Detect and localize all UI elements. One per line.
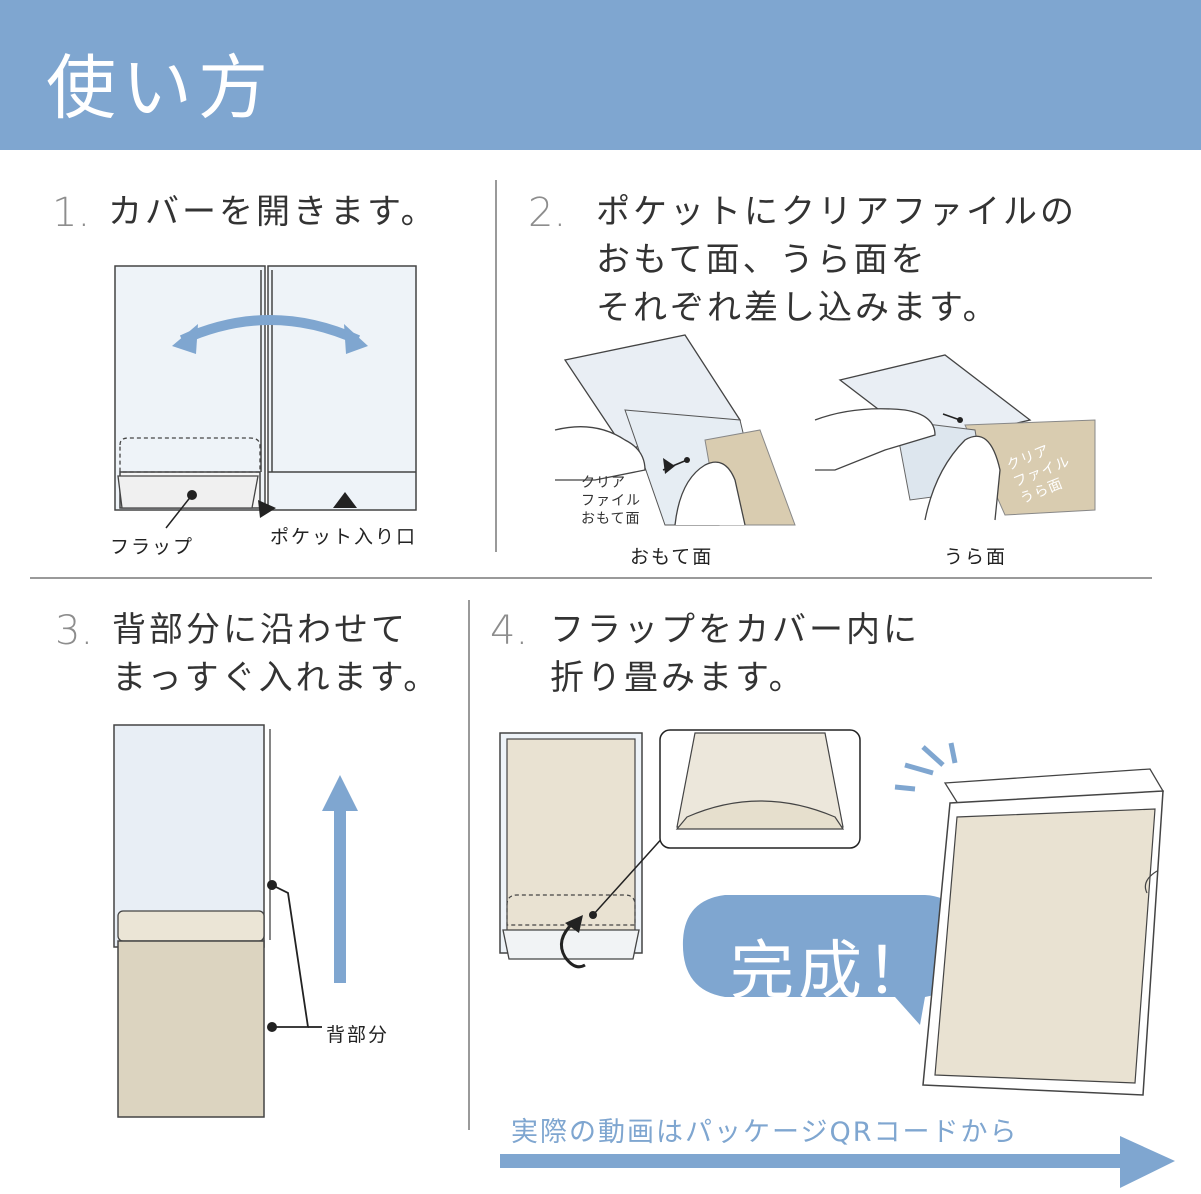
front-file-label-line: おもて面 bbox=[581, 511, 641, 527]
step-3-line: 背部分に沿わせて bbox=[112, 610, 408, 650]
step-4-line: フラップをカバー内に bbox=[550, 610, 920, 650]
step-2-line: おもて面、うら面を bbox=[596, 240, 928, 280]
step-1-text: カバーを開きます。 bbox=[108, 188, 438, 236]
step-3-line: まっすぐ入れます。 bbox=[112, 658, 441, 698]
front-caption: おもて面 bbox=[630, 546, 714, 568]
vertical-divider-top bbox=[495, 180, 497, 552]
front-file-label-line: ファイル bbox=[581, 493, 641, 509]
step-3-text: 背部分に沿わせて まっすぐ入れます。 bbox=[112, 606, 440, 702]
step-4-text: フラップをカバー内に 折り畳みます。 bbox=[550, 606, 920, 702]
step-2-line: ポケットにクリアファイルの bbox=[596, 192, 1077, 232]
front-file-label: クリア ファイル おもて面 bbox=[581, 474, 641, 528]
vertical-divider-bottom bbox=[468, 600, 470, 1130]
step-1-illustration bbox=[114, 265, 417, 529]
front-file-label-line: クリア bbox=[581, 475, 626, 491]
flap-label: フラップ bbox=[110, 536, 195, 558]
step-2-back-illustration bbox=[814, 354, 1096, 521]
pocket-entrance-label: ポケット入り口 bbox=[270, 526, 418, 548]
spine-label: 背部分 bbox=[326, 1024, 390, 1046]
header-banner: 使い方 bbox=[0, 0, 1201, 150]
step-4-line: 折り畳みます。 bbox=[550, 658, 806, 698]
step-4-number: 4. bbox=[490, 608, 529, 654]
step-2-front-illustration bbox=[554, 334, 796, 526]
step-2-number: 2. bbox=[528, 190, 567, 236]
footer-note: 実際の動画はパッケージQRコードから bbox=[511, 1117, 1019, 1148]
step-3-illustration bbox=[113, 724, 358, 1118]
back-caption: うら面 bbox=[944, 546, 1008, 568]
step-3-number: 3. bbox=[55, 608, 94, 654]
horizontal-divider bbox=[30, 577, 1152, 579]
footer-arrow bbox=[500, 1136, 1175, 1188]
step-4-illustration bbox=[499, 729, 1165, 1096]
step-1-line: カバーを開きます。 bbox=[108, 192, 438, 232]
step-2-line: それぞれ差し込みます。 bbox=[596, 288, 1000, 328]
done-bubble-text: 完成！ bbox=[730, 935, 934, 1009]
step-2-text: ポケットにクリアファイルの おもて面、うら面を それぞれ差し込みます。 bbox=[596, 188, 1077, 332]
step-1-number: 1. bbox=[52, 190, 91, 236]
page-title: 使い方 bbox=[46, 47, 274, 129]
